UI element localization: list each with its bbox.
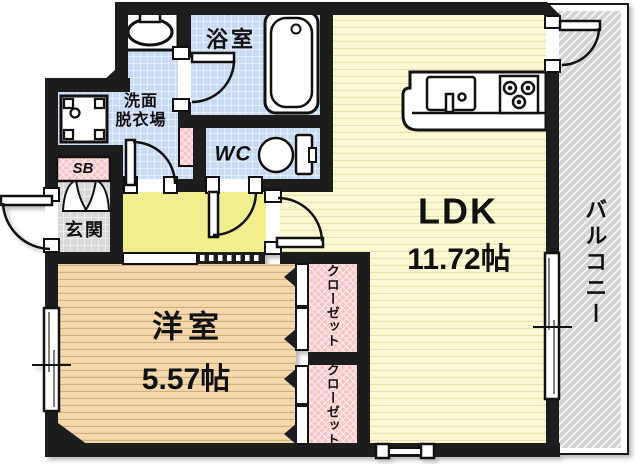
balcony-door [558,19,602,32]
washroom-label-line2: 脱衣場 [115,112,167,129]
closet-doors [284,263,309,445]
bathroom-label: 浴室 [205,26,257,52]
sliding-partition [122,252,198,265]
washroom-door [124,138,137,187]
doors [0,15,602,255]
entrance-label: 玄関 [65,220,105,241]
ldk-balcony-window [533,251,572,401]
western-room-label: 洋室 [152,309,224,345]
kitchen-stove [498,74,540,115]
door-swing-arcs [1,27,601,251]
ldk-area-label: 11.72帖 [407,243,511,276]
bathroom-door [190,51,236,64]
kitchen-counter [401,70,548,132]
wash-basin [120,9,180,52]
bathtub [263,10,320,115]
washing-machine-pan [59,94,109,144]
kitchen-faucet [444,92,455,114]
windows [32,251,572,460]
shoe-box-label: SB [72,160,94,177]
closet-lower-label: クローゼット [324,363,340,447]
walls [45,2,560,457]
entrance-door [0,194,54,207]
western-room-window [32,306,71,413]
closet-upper-label: クローゼット [324,264,340,348]
balcony-floor [559,11,621,448]
door-leaves [0,19,602,249]
ldk-label: LDK [418,190,498,232]
balcony-label: バルコニー [582,198,608,328]
vanity-cabinet [178,123,195,167]
wc-door [207,190,220,239]
washroom-label-line1: 洗面 [123,92,159,110]
ldk-door [275,236,325,249]
toilet [257,133,317,176]
wall-openings [45,27,559,253]
wc-label: WC [214,142,252,166]
shoe-box [55,155,112,183]
fixtures [59,9,548,212]
closet-upper-floor [308,264,357,352]
hall-floor [123,192,268,253]
ldk-bottom-window [374,442,436,460]
closet-lower-floor [308,365,357,443]
washroom-label: 洗面 脱衣場 [115,92,166,130]
western-room-floor [58,264,296,445]
western-room-area-label: 5.57帖 [141,363,231,396]
